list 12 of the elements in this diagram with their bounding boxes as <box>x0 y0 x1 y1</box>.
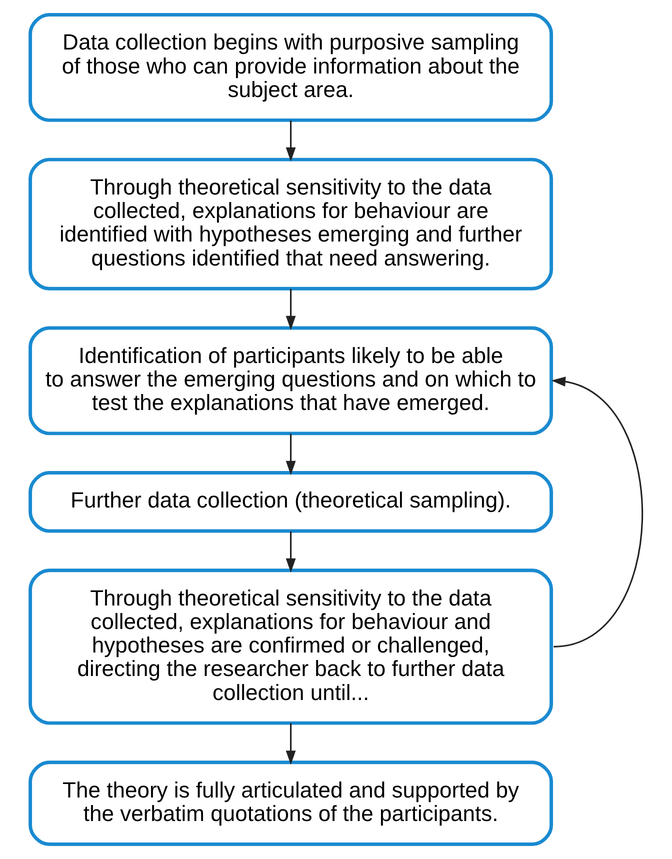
node-box: Through theoretical sensitivity to the data collected, explanations for behaviour and hypotheses are confirmed or challenged, directing the researcher back to further data collection until... <box>28 568 553 725</box>
arrow <box>285 723 296 765</box>
arrow <box>285 288 296 330</box>
arrow <box>285 120 296 162</box>
arrow <box>550 376 642 648</box>
node-box: Identification of participants likely to be able to answer the emerging questions and on which to test the explanations that have emerged. <box>28 326 553 436</box>
node-box: Further data collection (theoretical sampling). <box>28 471 553 533</box>
node-box: Through theoretical sensitivity to the data collected, explanations for behaviour are identified with hypotheses emerging and further questions identified that need answering. <box>28 158 553 290</box>
node-box: Data collection begins with purposive sampling of those who can provide information about the subject area. <box>28 13 553 122</box>
arrow <box>285 434 296 476</box>
node-box: The theory is fully articulated and supported by the verbatim quotations of the participants. <box>28 760 553 846</box>
arrow <box>285 531 296 573</box>
